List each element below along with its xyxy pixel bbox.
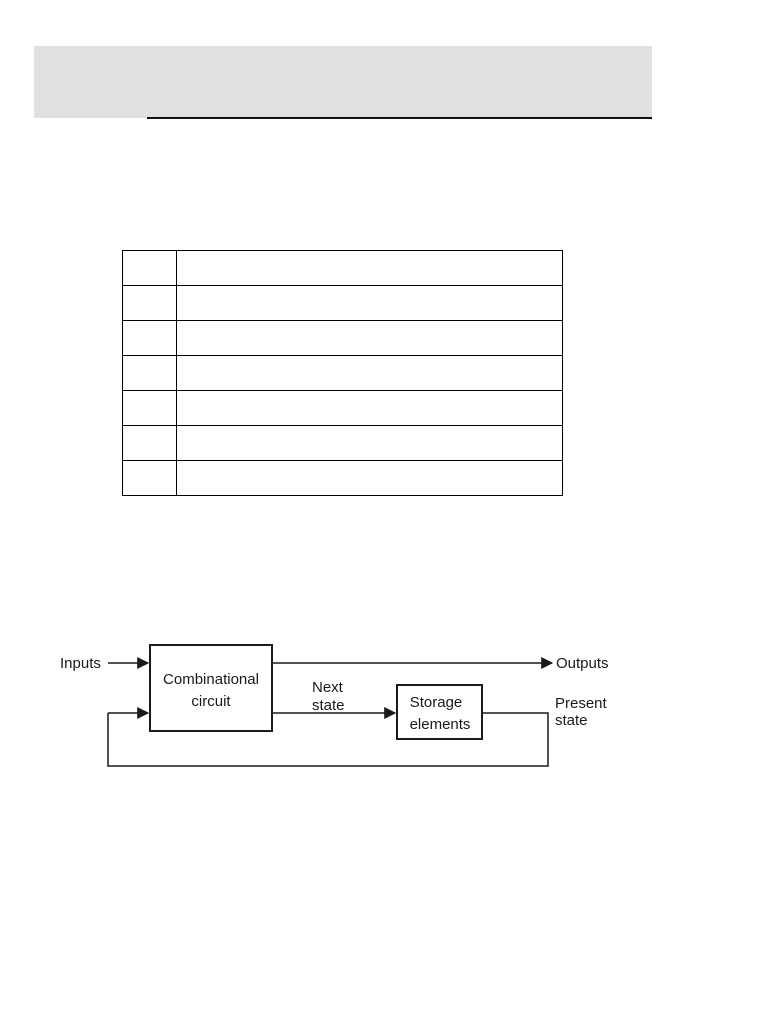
next-state-label-line2: state [312,697,345,714]
table-cell [176,320,563,356]
combinational-label-line1: Combinational [163,671,259,688]
table-cell [122,355,177,391]
present-state-label-line2: state [555,712,588,729]
table-row [122,320,563,356]
header-band [34,46,652,118]
inputs-label: Inputs [60,655,101,672]
table-row [122,285,563,321]
blank-table [122,250,563,496]
combinational-label-line2: circuit [191,693,231,710]
storage-label-line2: elements [410,716,471,733]
table-cell [176,355,563,391]
table-row [122,355,563,391]
combinational-circuit-box [149,644,273,732]
table-row [122,425,563,461]
present-state-label-line1: Present [555,695,608,712]
sequential-circuit-diagram: Combinational circuit Storage elements I… [40,630,640,790]
table-cell [122,460,177,496]
table-cell [122,320,177,356]
table-cell [176,425,563,461]
storage-elements-box [396,684,483,740]
table-cell [176,250,563,286]
table-row [122,250,563,286]
table-cell [122,250,177,286]
header-rule [147,117,652,119]
table-cell [176,460,563,496]
outputs-label: Outputs [556,655,609,672]
next-state-label-line1: Next [312,679,344,696]
table-cell [122,425,177,461]
table-row [122,390,563,426]
table-cell [122,390,177,426]
table-cell [176,390,563,426]
table-cell [176,285,563,321]
table-cell [122,285,177,321]
storage-label-line1: Storage [410,694,463,711]
table-row [122,460,563,496]
present-state-line [107,712,549,767]
